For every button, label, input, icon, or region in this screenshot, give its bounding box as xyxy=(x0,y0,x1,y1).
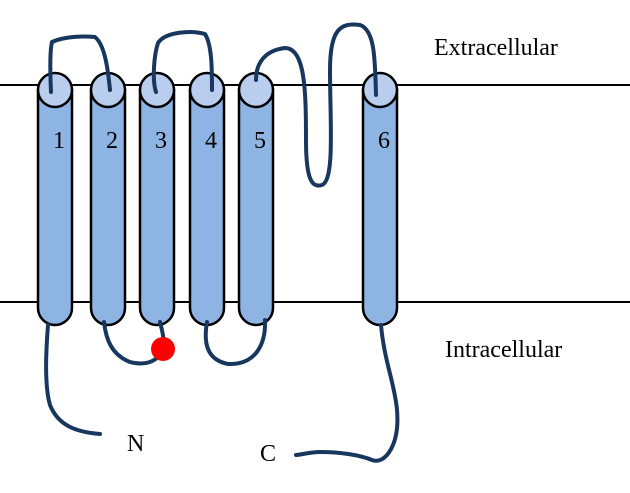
helix-number: 6 xyxy=(378,128,390,154)
c-terminal-tail xyxy=(294,323,400,463)
phosphorylation-site-dot xyxy=(151,337,175,361)
loop-3-4 xyxy=(151,30,214,94)
helix-4: 4 xyxy=(188,71,226,327)
loop-5-6 xyxy=(254,22,378,188)
helix-body xyxy=(89,88,127,327)
loop-2-3 xyxy=(102,320,166,366)
loop-1-2 xyxy=(48,34,112,94)
helix-6: 6 xyxy=(361,71,399,327)
helix-2: 2 xyxy=(89,71,127,327)
helix-number: 5 xyxy=(254,128,266,154)
intracellular-label: Intracellular xyxy=(445,337,562,363)
helix-body xyxy=(237,88,275,327)
helix-3: 3 xyxy=(138,71,176,327)
loop-4-5 xyxy=(203,318,268,367)
helix-body xyxy=(361,88,399,327)
helix-number: 2 xyxy=(106,128,118,154)
helix-cap xyxy=(188,71,226,109)
extracellular-label: Extracellular xyxy=(434,35,558,61)
helix-body xyxy=(36,88,74,327)
helix-number: 4 xyxy=(205,128,217,154)
helix-body xyxy=(138,88,176,327)
helix-5: 5 xyxy=(237,71,275,327)
n-terminus-label: N xyxy=(127,431,144,457)
helix-number: 3 xyxy=(155,128,167,154)
n-terminal-tail xyxy=(44,323,102,436)
c-terminus-label: C xyxy=(260,441,276,467)
helix-1: 1 xyxy=(36,71,74,327)
helix-number: 1 xyxy=(53,128,65,154)
helix-cap xyxy=(361,71,399,109)
helix-cap xyxy=(36,71,74,109)
helix-body xyxy=(188,88,226,327)
